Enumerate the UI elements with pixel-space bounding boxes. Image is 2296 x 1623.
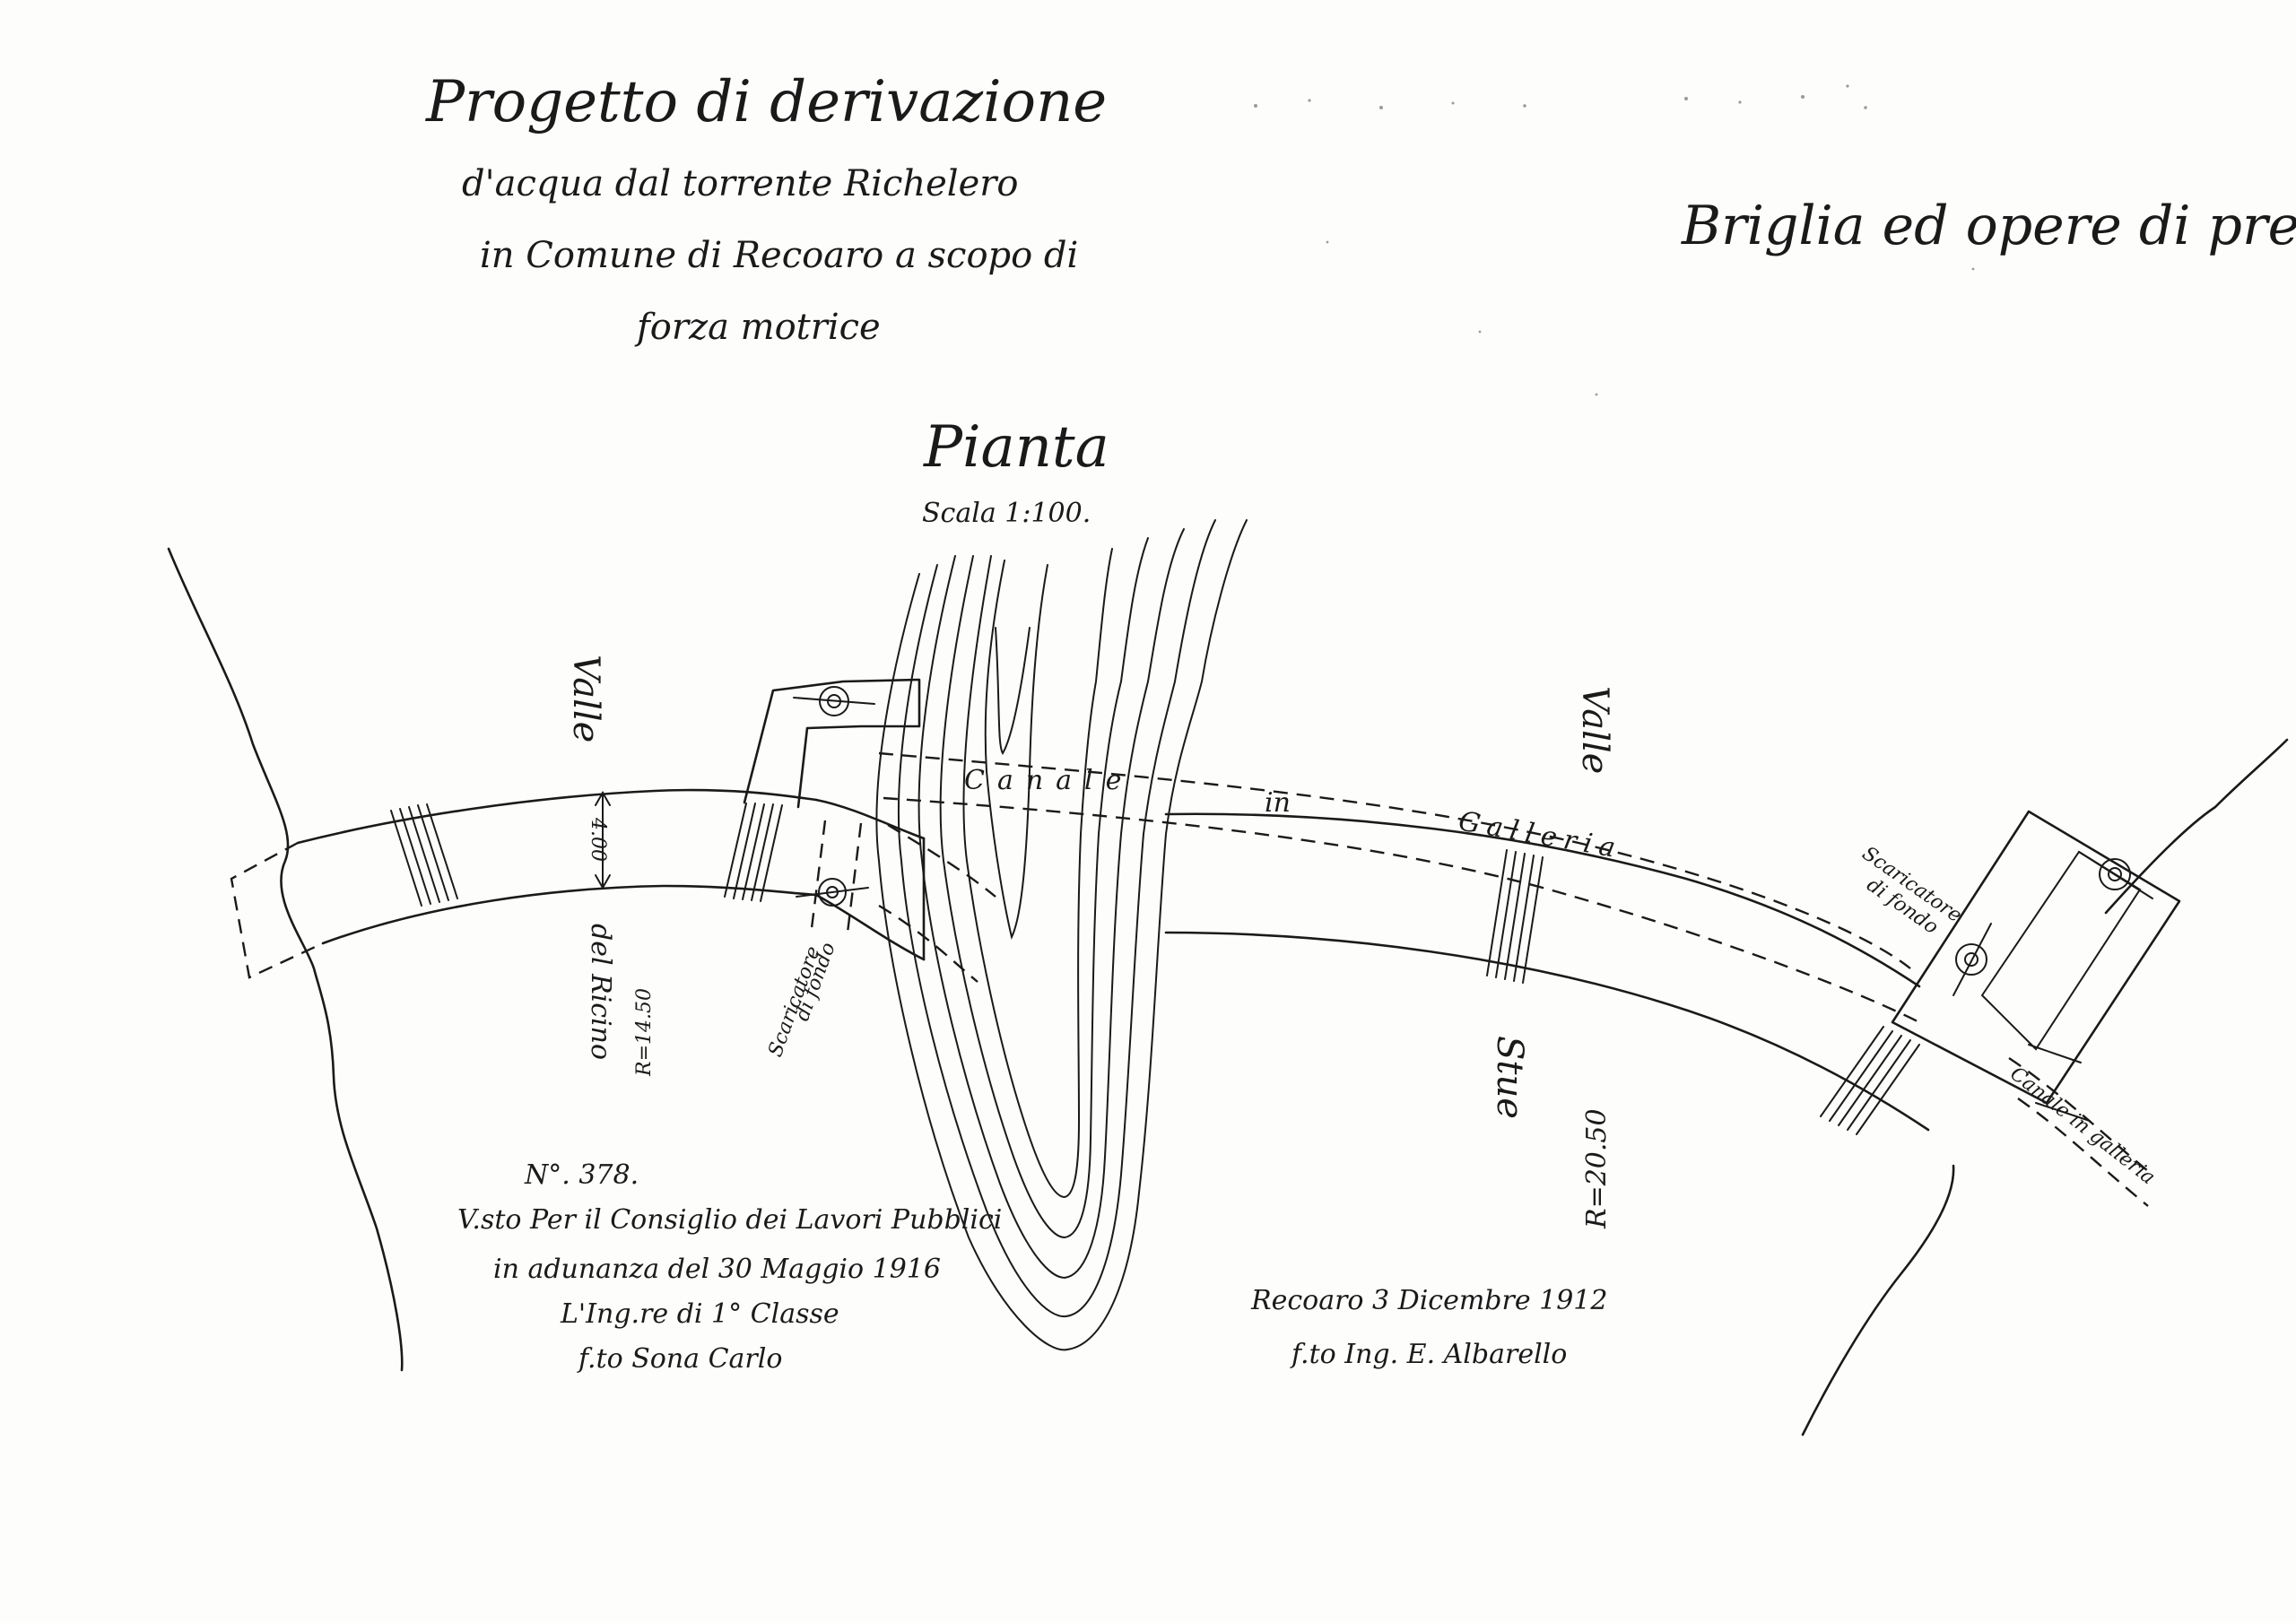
title-line2: d'acqua dal torrente Richelero: [462, 163, 1018, 204]
label-radius-left: R=14.50: [633, 988, 656, 1077]
title-line3: in Comune di Recoaro a scopo di: [480, 235, 1078, 276]
left-bank-line: [167, 547, 404, 1372]
left-lower-valve: [796, 820, 869, 933]
label-canale-in-galleria: Canale in galleria: [2005, 1063, 2159, 1189]
approval-line4: f.to Sona Carlo: [577, 1343, 782, 1375]
right-upper-bank-line: [2104, 738, 2289, 915]
central-channel-lower: [814, 893, 926, 961]
signature-place-date: Recoaro 3 Dicembre 1912: [1250, 1285, 1608, 1316]
left-channel-upper-wall: [296, 788, 818, 845]
label-stue: Stue: [1489, 1036, 1530, 1119]
approval-stamp: N°. 378. V.sto Per il Consiglio dei Lavo…: [457, 1159, 1002, 1375]
scan-specks: [1254, 84, 1975, 396]
label-width-dimension: 4.00: [587, 817, 609, 862]
plan-scale: Scala 1:100.: [922, 498, 1091, 529]
outlet-channel: [2028, 1044, 2091, 1122]
canal-in-gallery-lower: [883, 796, 1920, 1024]
plan-heading: Pianta: [923, 414, 1109, 481]
width-dimension: [595, 790, 611, 890]
outlet-dashed-canal: [2008, 1057, 2153, 1207]
label-valle-right: Valle: [1574, 686, 1615, 774]
canal-dashed-bend: [878, 823, 996, 983]
signature-signed: f.to Ing. E. Albarello: [1290, 1339, 1567, 1370]
signature-block: Recoaro 3 Dicembre 1912 f.to Ing. E. Alb…: [1250, 1285, 1608, 1370]
right-bank-line: [1801, 1164, 1955, 1436]
right-channel-lower-wall: [1164, 931, 1930, 1132]
left-channel-lower-wall: [321, 884, 818, 945]
right-weir-stripes: [1820, 1026, 1920, 1135]
label-scaricatore-left: Scaricatore di fondo: [764, 940, 840, 1060]
title-line4: forza motrice: [634, 307, 881, 348]
label-scaricatore-right: Scaricatore di fondo: [1858, 842, 1966, 939]
left-upper-valve: [793, 686, 875, 716]
approval-line2: in adunanza del 30 Maggio 1916: [493, 1254, 941, 1285]
right-title: Briglia ed opere di pre.: [1681, 195, 2296, 257]
label-canale: Canale: [964, 765, 1134, 796]
label-valle-left: Valle: [565, 655, 606, 742]
left-weir-stripes: [390, 803, 458, 907]
approval-number: N°. 378.: [524, 1159, 639, 1191]
central-weir-stripes: [724, 803, 783, 902]
dashed-inlet: [230, 841, 324, 979]
right-weir-stripes-mid: [1486, 849, 1544, 984]
canal-in-gallery-upper: [878, 751, 1911, 969]
right-channel-upper-wall: [1164, 812, 1921, 988]
gorge-contours: [875, 519, 1248, 1351]
label-radius-right: R=20.50: [1581, 1108, 1613, 1229]
central-channel-upper: [814, 798, 926, 840]
label-in: in: [1265, 787, 1291, 819]
label-del-ricino: del Ricino: [585, 924, 616, 1060]
approval-line1: V.sto Per il Consiglio dei Lavori Pubbli…: [457, 1204, 1002, 1236]
approval-line3: L'Ing.re di 1° Classe: [560, 1298, 839, 1330]
right-intake-structure: [1891, 810, 2181, 1105]
right-lower-valve: [1952, 923, 1992, 996]
title-block: Progetto di derivazione d'acqua dal torr…: [425, 69, 1107, 348]
title-line1: Progetto di derivazione: [425, 69, 1107, 135]
intake-tower-left: [743, 678, 921, 809]
label-galleria: Galleria: [1457, 805, 1625, 865]
right-upper-valve: [2078, 851, 2153, 899]
right-intake-inner: [1980, 850, 2142, 1051]
